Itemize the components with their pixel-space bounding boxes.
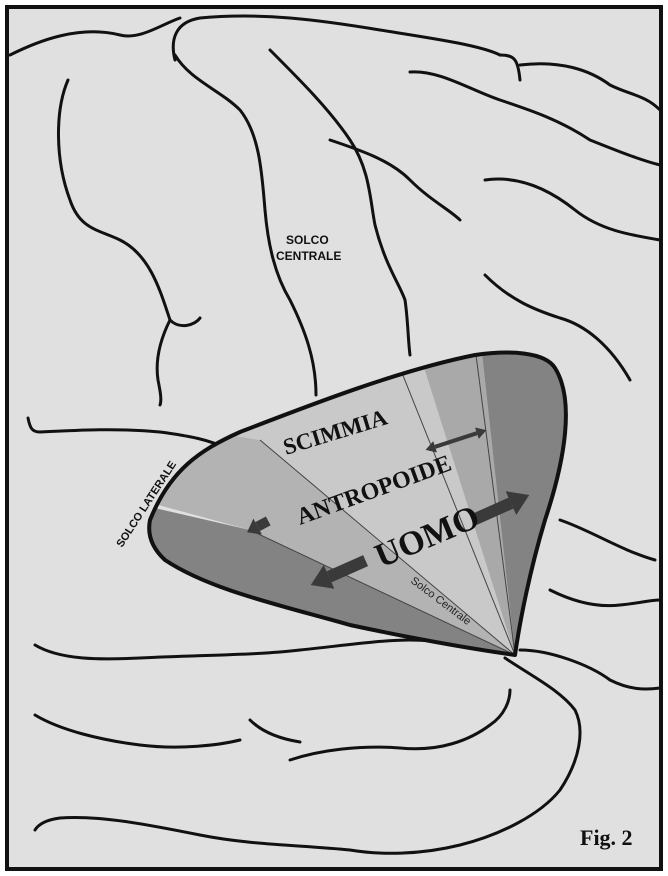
central-sulcus-label-line2: CENTRALE (276, 249, 341, 263)
central-sulcus-label-line1: SOLCO (286, 233, 329, 247)
figure-label: Fig. 2 (580, 825, 633, 850)
